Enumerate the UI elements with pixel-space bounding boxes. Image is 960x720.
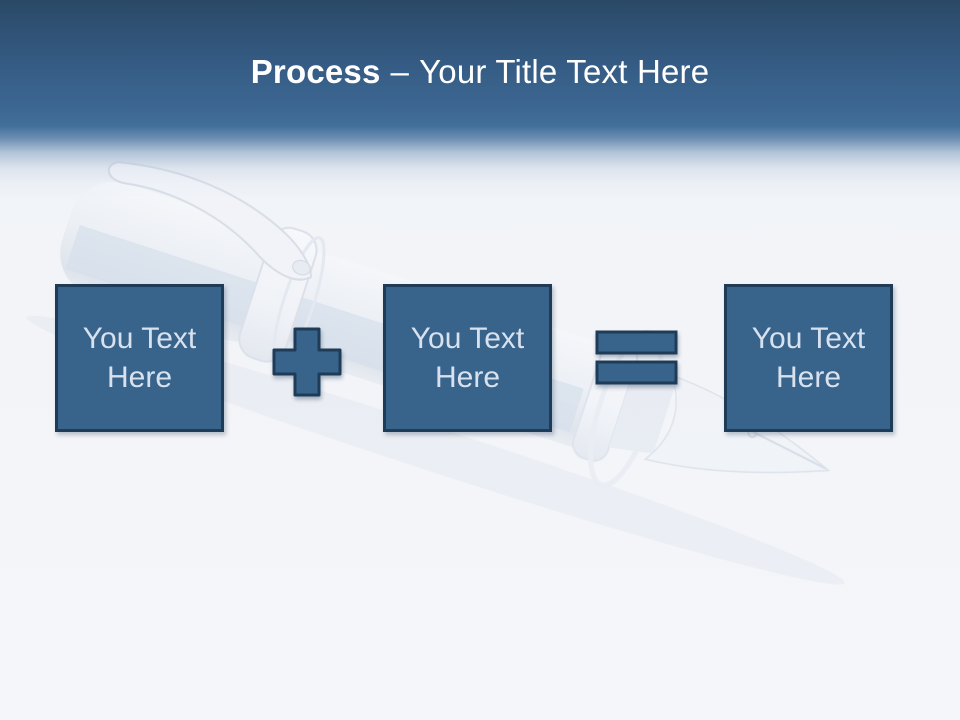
process-box-3[interactable]: You Text Here [724, 284, 893, 432]
box-label-line2: Here [106, 361, 173, 394]
title-dash: – [390, 53, 410, 90]
box-label-line1: You Text [751, 322, 866, 355]
title-bar [0, 0, 960, 196]
title-placeholder-text: Your Title Text Here [419, 53, 710, 90]
title-emphasis: Process [250, 53, 381, 90]
box-label-line1: You Text [82, 322, 197, 355]
slide-title[interactable]: Process–Your Title Text Here [0, 52, 960, 92]
plus-icon [272, 327, 342, 397]
box-label-line2: Here [775, 361, 842, 394]
box-label-line1: You Text [410, 322, 525, 355]
equals-icon [595, 330, 678, 385]
process-box-2[interactable]: You Text Here [383, 284, 552, 432]
process-box-1[interactable]: You Text Here [55, 284, 224, 432]
box-label-line2: Here [434, 361, 501, 394]
